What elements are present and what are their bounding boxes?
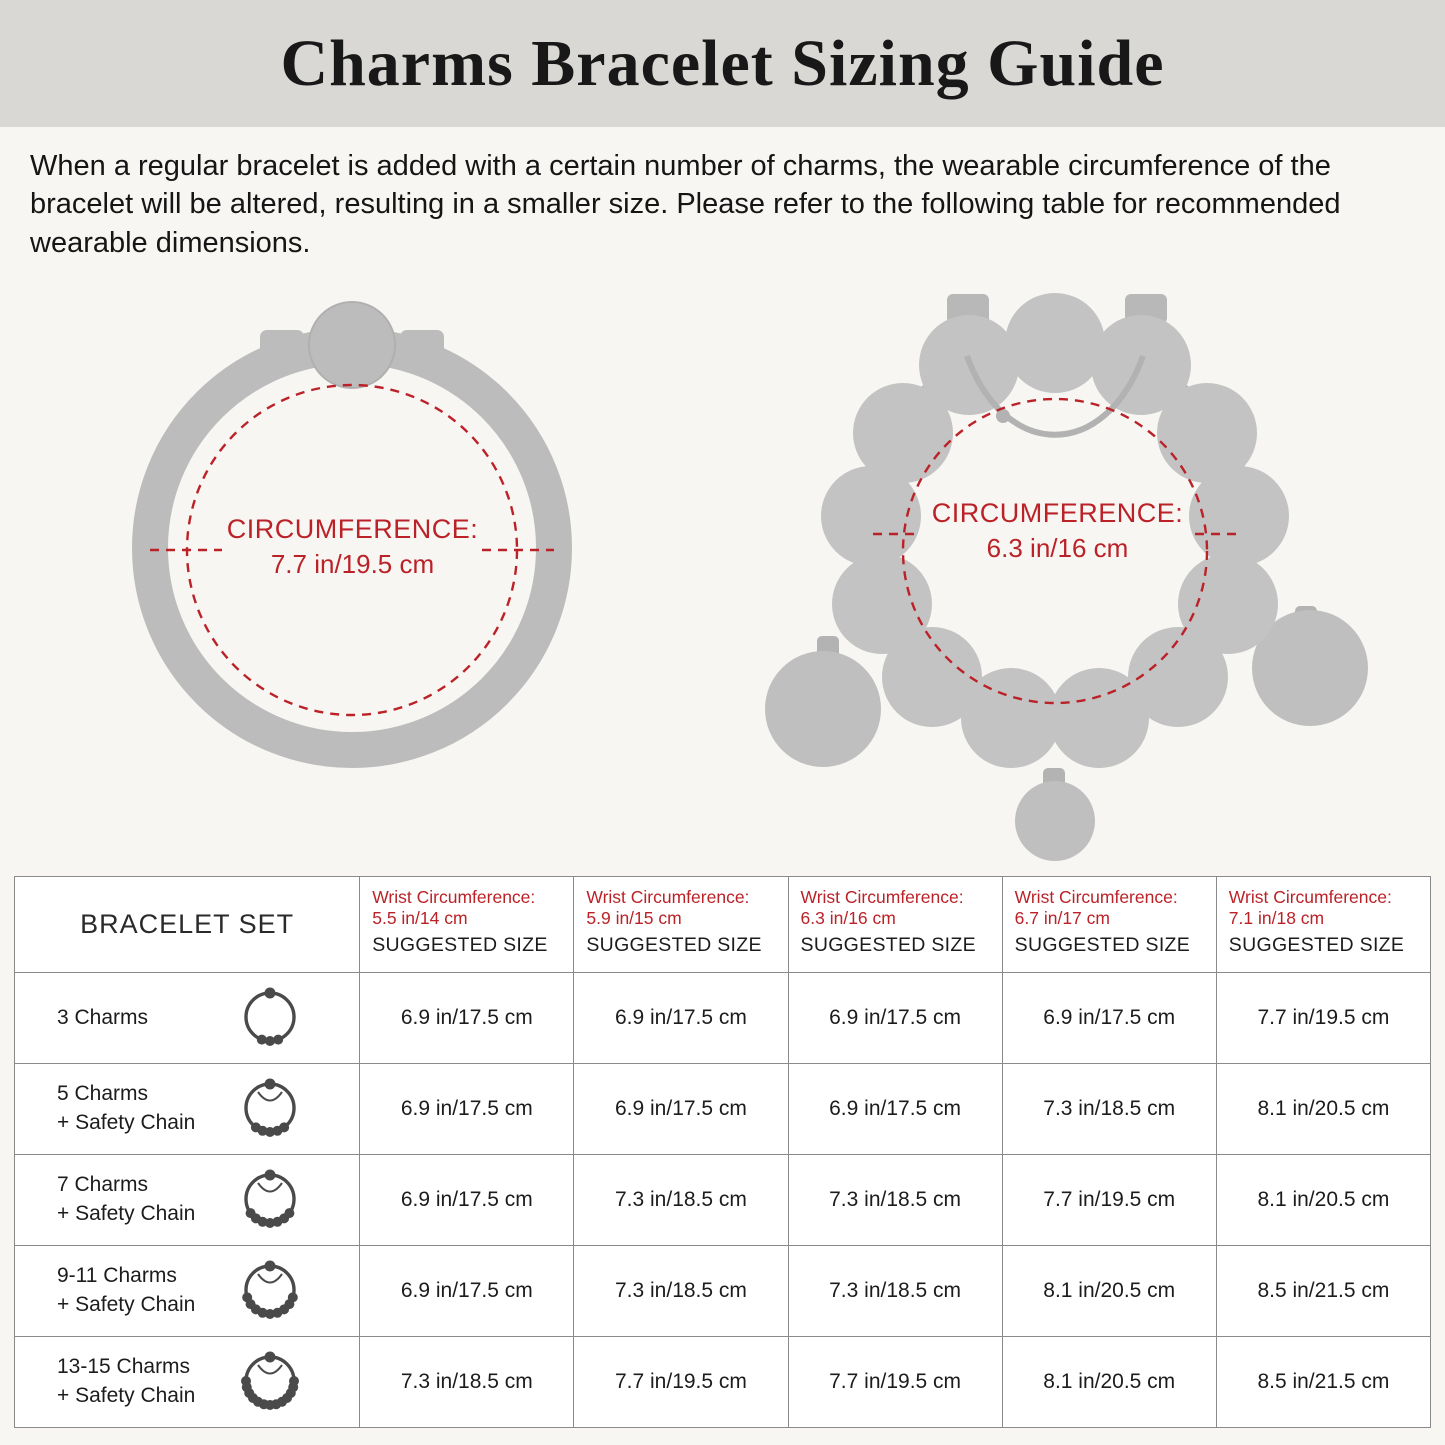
size-value: 6.9 in/17.5 cm xyxy=(359,1244,575,1337)
plain-circumference-label: CIRCUMFERENCE: 7.7 in/19.5 cm xyxy=(227,514,479,580)
bracelet-set-header: BRACELET SET xyxy=(13,875,361,973)
bracelet-3-charms-icon xyxy=(244,987,296,1046)
size-value: 7.7 in/19.5 cm xyxy=(1215,971,1432,1064)
size-value: 8.5 in/21.5 cm xyxy=(1215,1244,1432,1337)
size-value: 6.9 in/17.5 cm xyxy=(359,971,575,1064)
size-value: 8.1 in/20.5 cm xyxy=(1215,1062,1432,1155)
size-value: 7.7 in/19.5 cm xyxy=(573,1335,789,1428)
size-value: 7.7 in/19.5 cm xyxy=(787,1335,1003,1428)
wrist-circumference-label: Wrist Circumference: xyxy=(1014,886,1178,907)
table-row: 9-11 Charms + Safety Chain xyxy=(13,1244,1432,1337)
suggested-size-label: SUGGESTED SIZE xyxy=(800,934,976,957)
plain-bracelet-figure: CIRCUMFERENCE: 7.7 in/19.5 cm xyxy=(70,298,635,778)
column-header-wrist-17: Wrist Circumference: 6.7 in/17 cm SUGGES… xyxy=(1001,875,1217,973)
sizing-table: BRACELET SET Wrist Circumference: 5.5 in… xyxy=(13,875,1432,1428)
size-value: 6.9 in/17.5 cm xyxy=(573,971,789,1064)
row-label-line1: 3 Charms xyxy=(57,1005,149,1029)
wrist-circumference-label: Wrist Circumference: xyxy=(800,886,964,907)
size-value: 6.9 in/17.5 cm xyxy=(787,1062,1003,1155)
row-label: 5 Charms + Safety Chain xyxy=(57,1080,209,1137)
row-label: 9-11 Charms + Safety Chain xyxy=(57,1262,209,1319)
row-label: 7 Charms + Safety Chain xyxy=(57,1171,209,1228)
charms-circumference-label: CIRCUMFERENCE: 6.3 in/16 cm xyxy=(932,498,1184,564)
wrist-circumference-value: 6.3 in/16 cm xyxy=(800,908,896,929)
wrist-circumference-value: 6.7 in/17 cm xyxy=(1014,908,1110,929)
column-header-wrist-18: Wrist Circumference: 7.1 in/18 cm SUGGES… xyxy=(1215,875,1432,973)
row-label-line2: + Safety Chain xyxy=(57,1292,196,1316)
size-value: 8.1 in/20.5 cm xyxy=(1215,1153,1432,1246)
column-header-wrist-14: Wrist Circumference: 5.5 in/14 cm SUGGES… xyxy=(359,875,575,973)
row-label-line1: 9-11 Charms xyxy=(57,1264,177,1288)
size-value: 7.3 in/18.5 cm xyxy=(787,1153,1003,1246)
size-value: 7.3 in/18.5 cm xyxy=(787,1244,1003,1337)
row-label-line2: + Safety Chain xyxy=(57,1201,196,1225)
illustrations-section: CIRCUMFERENCE: 7.7 in/19.5 cm xyxy=(0,262,1445,862)
row-label-line2: + Safety Chain xyxy=(57,1383,196,1407)
size-value: 7.7 in/19.5 cm xyxy=(1001,1153,1217,1246)
wrist-circumference-value: 7.1 in/18 cm xyxy=(1228,908,1325,929)
size-value: 6.9 in/17.5 cm xyxy=(359,1153,575,1246)
charms-circumference-caption: CIRCUMFERENCE: xyxy=(931,497,1184,528)
row-label: 3 Charms xyxy=(57,1004,209,1032)
charm-bracelet-figure: CIRCUMFERENCE: 6.3 in/16 cm xyxy=(725,276,1390,861)
bracelet-13-15-charms-safety-chain-icon xyxy=(241,1351,299,1410)
row-label-line1: 7 Charms xyxy=(57,1173,149,1197)
bracelet-9-11-charms-safety-chain-icon xyxy=(242,1260,298,1319)
plain-circumference-caption: CIRCUMFERENCE: xyxy=(226,513,479,544)
size-value: 6.9 in/17.5 cm xyxy=(359,1062,575,1155)
table-row: 13-15 Charms + Safety Chain xyxy=(13,1335,1432,1428)
row-label: 13-15 Charms + Safety Chain xyxy=(57,1353,209,1410)
size-value: 7.3 in/18.5 cm xyxy=(1001,1062,1217,1155)
size-value: 7.3 in/18.5 cm xyxy=(573,1153,789,1246)
size-value: 8.1 in/20.5 cm xyxy=(1001,1244,1217,1337)
column-header-wrist-16: Wrist Circumference: 6.3 in/16 cm SUGGES… xyxy=(787,875,1003,973)
row-label-cell: 5 Charms + Safety Chain xyxy=(13,1062,361,1155)
size-value: 8.1 in/20.5 cm xyxy=(1001,1335,1217,1428)
size-value: 6.9 in/17.5 cm xyxy=(573,1062,789,1155)
row-label-cell: 9-11 Charms + Safety Chain xyxy=(13,1244,361,1337)
column-header-wrist-15: Wrist Circumference: 5.9 in/15 cm SUGGES… xyxy=(573,875,789,973)
wrist-circumference-label: Wrist Circumference: xyxy=(1228,886,1392,907)
page-title: Charms Bracelet Sizing Guide xyxy=(280,26,1165,100)
title-band: Charms Bracelet Sizing Guide xyxy=(0,0,1445,127)
row-label-cell: 3 Charms xyxy=(13,971,361,1064)
wrist-circumference-value: 5.9 in/15 cm xyxy=(586,908,682,929)
wrist-circumference-value: 5.5 in/14 cm xyxy=(372,908,468,929)
suggested-size-label: SUGGESTED SIZE xyxy=(372,934,548,957)
bracelet-7-charms-safety-chain-icon xyxy=(244,1169,296,1228)
charms-circumference-value: 6.3 in/16 cm xyxy=(986,532,1129,563)
row-label-line1: 13-15 Charms xyxy=(57,1355,191,1379)
plain-bracelet-illustration xyxy=(132,300,572,768)
row-label-line1: 5 Charms xyxy=(57,1082,149,1106)
charm-bracelet-illustration xyxy=(765,292,1368,861)
row-label-line2: + Safety Chain xyxy=(57,1110,196,1134)
suggested-size-label: SUGGESTED SIZE xyxy=(1014,934,1191,957)
table-row: 7 Charms + Safety Chain xyxy=(13,1153,1432,1246)
size-value: 7.3 in/18.5 cm xyxy=(573,1244,789,1337)
suggested-size-label: SUGGESTED SIZE xyxy=(1228,934,1405,957)
row-label-cell: 7 Charms + Safety Chain xyxy=(13,1153,361,1246)
table-row: 5 Charms + Safety Chain xyxy=(13,1062,1432,1155)
size-value: 7.3 in/18.5 cm xyxy=(359,1335,575,1428)
size-value: 8.5 in/21.5 cm xyxy=(1215,1335,1432,1428)
intro-paragraph: When a regular bracelet is added with a … xyxy=(30,150,1341,259)
wrist-circumference-label: Wrist Circumference: xyxy=(372,886,536,907)
bracelet-5-charms-safety-chain-icon xyxy=(244,1078,296,1137)
plain-circumference-value: 7.7 in/19.5 cm xyxy=(270,548,435,579)
row-label-cell: 13-15 Charms + Safety Chain xyxy=(13,1335,361,1428)
table-row: 3 Charms 6.9 in/17.5 cm 6.9 in/17.5 xyxy=(13,971,1432,1064)
table-header-row: BRACELET SET Wrist Circumference: 5.5 in… xyxy=(13,875,1432,973)
suggested-size-label: SUGGESTED SIZE xyxy=(586,934,762,957)
wrist-circumference-label: Wrist Circumference: xyxy=(586,886,750,907)
size-value: 6.9 in/17.5 cm xyxy=(1001,971,1217,1064)
size-value: 6.9 in/17.5 cm xyxy=(787,971,1003,1064)
